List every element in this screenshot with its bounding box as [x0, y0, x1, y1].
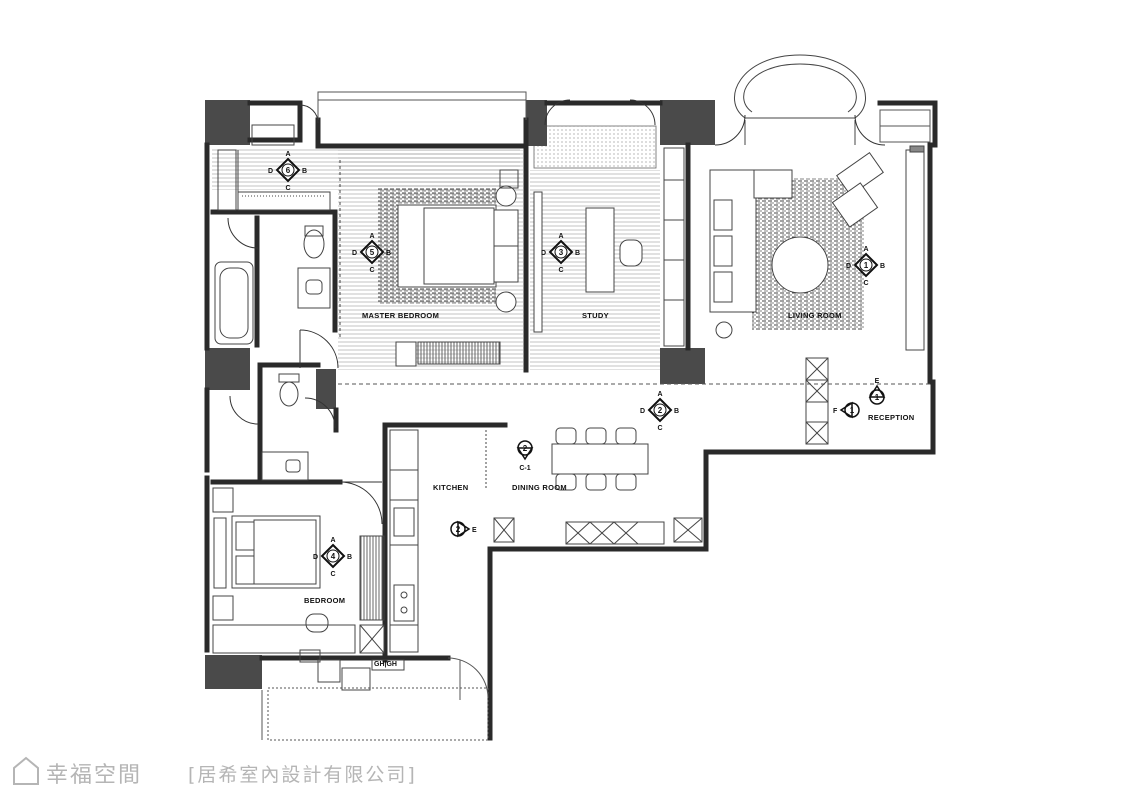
room-label-master-bedroom: MASTER BEDROOM — [362, 311, 439, 320]
marker-number: 5 — [370, 248, 375, 257]
view-marker-1-living: 1 A B C D — [846, 246, 885, 287]
thin-lines — [261, 91, 931, 741]
marker-a: A — [285, 151, 290, 158]
walls — [204, 100, 938, 741]
watermark-company: [居希室內設計有限公司] — [188, 764, 417, 786]
structural-columns — [205, 100, 715, 689]
watermark: 幸福空間 [居希室內設計有限公司] — [13, 756, 417, 788]
marker-number: 4 — [331, 552, 336, 561]
bathroom2-fixtures — [261, 373, 309, 481]
marker-c: C — [657, 425, 662, 432]
marker-number: 3 — [559, 248, 564, 257]
room-label-dining-room: DINING ROOM — [512, 483, 567, 492]
marker-d: D — [313, 554, 318, 561]
master-bedroom-furniture — [339, 160, 519, 367]
marker-b: B — [674, 408, 679, 415]
marker-c: C — [330, 571, 335, 578]
marker-b: B — [302, 168, 307, 175]
marker-number: 1 — [850, 406, 855, 415]
marker-dining-c1: 2 C-1 — [516, 440, 534, 472]
marker-c: C — [863, 280, 868, 287]
marker-d: D — [846, 263, 851, 270]
marker-b: B — [386, 250, 391, 257]
marker-b: B — [347, 554, 352, 561]
marker-c: C — [558, 267, 563, 274]
house-icon — [13, 756, 39, 785]
marker-d: D — [352, 250, 357, 257]
view-marker-5: 5 A B C D — [352, 233, 391, 274]
marker-c: C — [285, 185, 290, 192]
marker-number: 2 — [456, 525, 461, 534]
view-marker-3: 3 A B C D — [541, 233, 580, 274]
room-label-kitchen: KITCHEN — [433, 483, 468, 492]
marker-letter: C-1 — [519, 465, 530, 472]
marker-number: 1 — [875, 393, 880, 402]
marker-d: D — [541, 250, 546, 257]
marker-number: 2 — [523, 444, 528, 453]
doors — [227, 99, 886, 525]
marker-letter: F — [833, 408, 838, 415]
balcony-curve — [734, 54, 866, 145]
marker-a: A — [558, 233, 563, 240]
view-marker-4: 4 A B C D — [313, 537, 352, 578]
marker-number: 1 — [864, 261, 869, 270]
marker-d: D — [268, 168, 273, 175]
marker-number: 6 — [286, 166, 291, 175]
marker-letter: E — [875, 378, 880, 385]
marker-b: B — [575, 250, 580, 257]
watermark-brand: 幸福空間 — [46, 763, 142, 788]
marker-reception-f: 1 F — [833, 401, 860, 419]
marker-a: A — [330, 537, 335, 544]
room-label-bedroom: BEDROOM — [304, 596, 345, 605]
marker-letter: E — [472, 527, 477, 534]
bedroom-furniture — [212, 487, 385, 654]
marker-a: A — [657, 391, 662, 398]
room-label-living-room: LIVING ROOM — [788, 311, 842, 320]
living-room-furniture — [709, 145, 925, 351]
dining-furniture — [485, 427, 703, 545]
marker-b: B — [880, 263, 885, 270]
marker-a: A — [369, 233, 374, 240]
view-marker-2-dining: 2 A B C D — [640, 391, 679, 432]
reception-cabinets — [805, 357, 829, 445]
room-label-reception: RECEPTION — [868, 413, 914, 422]
fridge-tag: GH|GH — [374, 661, 397, 668]
bathroom-fixtures — [214, 124, 331, 345]
study-furniture — [533, 147, 685, 347]
kitchen-counters — [389, 429, 419, 653]
marker-number: 2 — [658, 406, 663, 415]
marker-reception-e: 1 E — [868, 378, 886, 405]
room-label-study: STUDY — [582, 311, 609, 320]
view-marker-6: 6 A B C D — [268, 151, 307, 192]
marker-d: D — [640, 408, 645, 415]
marker-a: A — [863, 246, 868, 253]
marker-c: C — [369, 267, 374, 274]
utility-fixtures — [299, 649, 405, 691]
marker-kitchen-e: 2 E — [450, 520, 477, 538]
